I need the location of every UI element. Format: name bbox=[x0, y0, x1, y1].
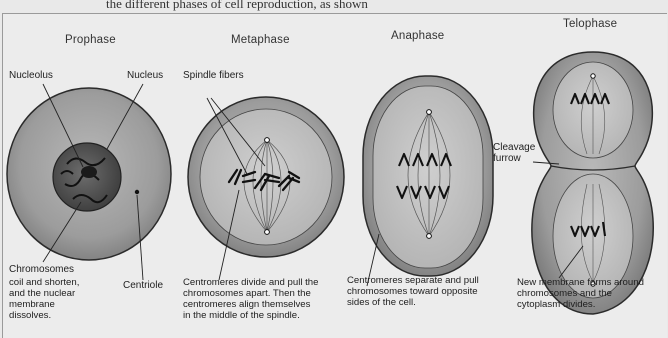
telophase-cell bbox=[532, 52, 653, 314]
caption-anaphase: Centromeres separate and pull chromosome… bbox=[347, 275, 513, 308]
label-spindle-fibers: Spindle fibers bbox=[183, 70, 244, 81]
phase-title-telophase: Telophase bbox=[563, 18, 617, 30]
intro-text-fragment: the different phases of cell reproductio… bbox=[0, 0, 668, 14]
label-chromosomes: Chromosomes bbox=[9, 264, 74, 275]
prophase-cell bbox=[7, 84, 171, 280]
metaphase-cell bbox=[188, 97, 344, 280]
phase-title-anaphase: Anaphase bbox=[391, 30, 444, 42]
nucleolus-shape bbox=[81, 166, 97, 178]
caption-metaphase: Centromeres divide and pull the chromoso… bbox=[183, 277, 351, 321]
label-furrow: furrow bbox=[493, 153, 521, 164]
caption-prophase: coil and shorten, and the nuclear membra… bbox=[9, 277, 109, 321]
label-nucleolus: Nucleolus bbox=[9, 70, 53, 81]
caption-telophase: New membrane forms around chromosomes an… bbox=[517, 277, 667, 310]
label-centriole: Centriole bbox=[123, 280, 163, 291]
label-nucleus: Nucleus bbox=[127, 70, 163, 81]
centriole-dot bbox=[135, 190, 139, 194]
label-cleavage: Cleavage bbox=[493, 142, 535, 153]
cell-division-diagram: Prophase Metaphase Anaphase Telophase Nu… bbox=[2, 13, 667, 338]
phase-title-prophase: Prophase bbox=[65, 34, 116, 46]
phase-title-metaphase: Metaphase bbox=[231, 34, 290, 46]
anaphase-cell bbox=[363, 76, 493, 286]
